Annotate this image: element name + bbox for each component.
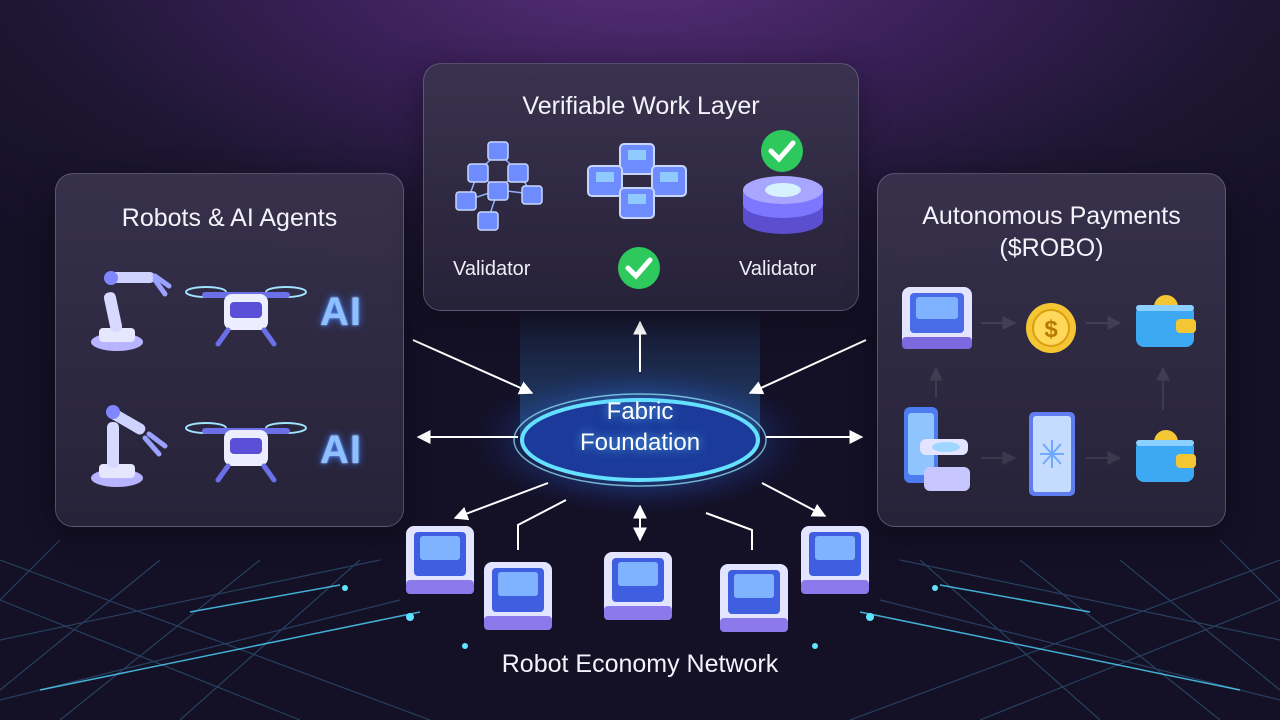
panel-title: Verifiable Work Layer [522, 92, 760, 120]
coin-stack-icon [743, 176, 823, 234]
network-node-cube [484, 562, 552, 630]
fabric-foundation-hub: Fabric Foundation [520, 396, 760, 458]
ai-chip-icon: AI [320, 290, 362, 334]
block-network-icon [455, 141, 543, 231]
hub-line-1: Fabric [606, 398, 674, 425]
card-terminal-icon [904, 407, 970, 491]
drone-icon [185, 286, 307, 347]
network-node-cube [720, 564, 788, 632]
tablet-icon [1029, 412, 1075, 496]
network-node-cube [801, 526, 869, 594]
validator-label-right: Validator [739, 258, 817, 280]
check-icon [618, 247, 660, 289]
svg-text:$: $ [1044, 316, 1058, 343]
network-title: Robot Economy Network [501, 650, 779, 678]
validator-label-left: Validator [453, 258, 531, 280]
coin-icon: $ [1026, 303, 1076, 353]
panel-title: Robots & AI Agents [121, 204, 338, 232]
network-node-cube [604, 552, 672, 620]
ai-chip-icon: AI [320, 428, 362, 472]
hub-line-2: Foundation [579, 429, 701, 456]
wallet-icon [1136, 430, 1196, 482]
panel-title: Autonomous Payments [922, 202, 1181, 230]
wallet-icon [1136, 295, 1196, 347]
panel-subtitle: ($ROBO) [999, 234, 1104, 262]
robot-arm-icon [91, 405, 168, 487]
server-cube-icon [902, 287, 972, 349]
drone-icon [185, 422, 307, 483]
check-icon [761, 130, 803, 172]
robot-arm-icon [91, 271, 172, 351]
network-node-cube [406, 526, 474, 594]
block-cluster-icon [587, 143, 687, 219]
